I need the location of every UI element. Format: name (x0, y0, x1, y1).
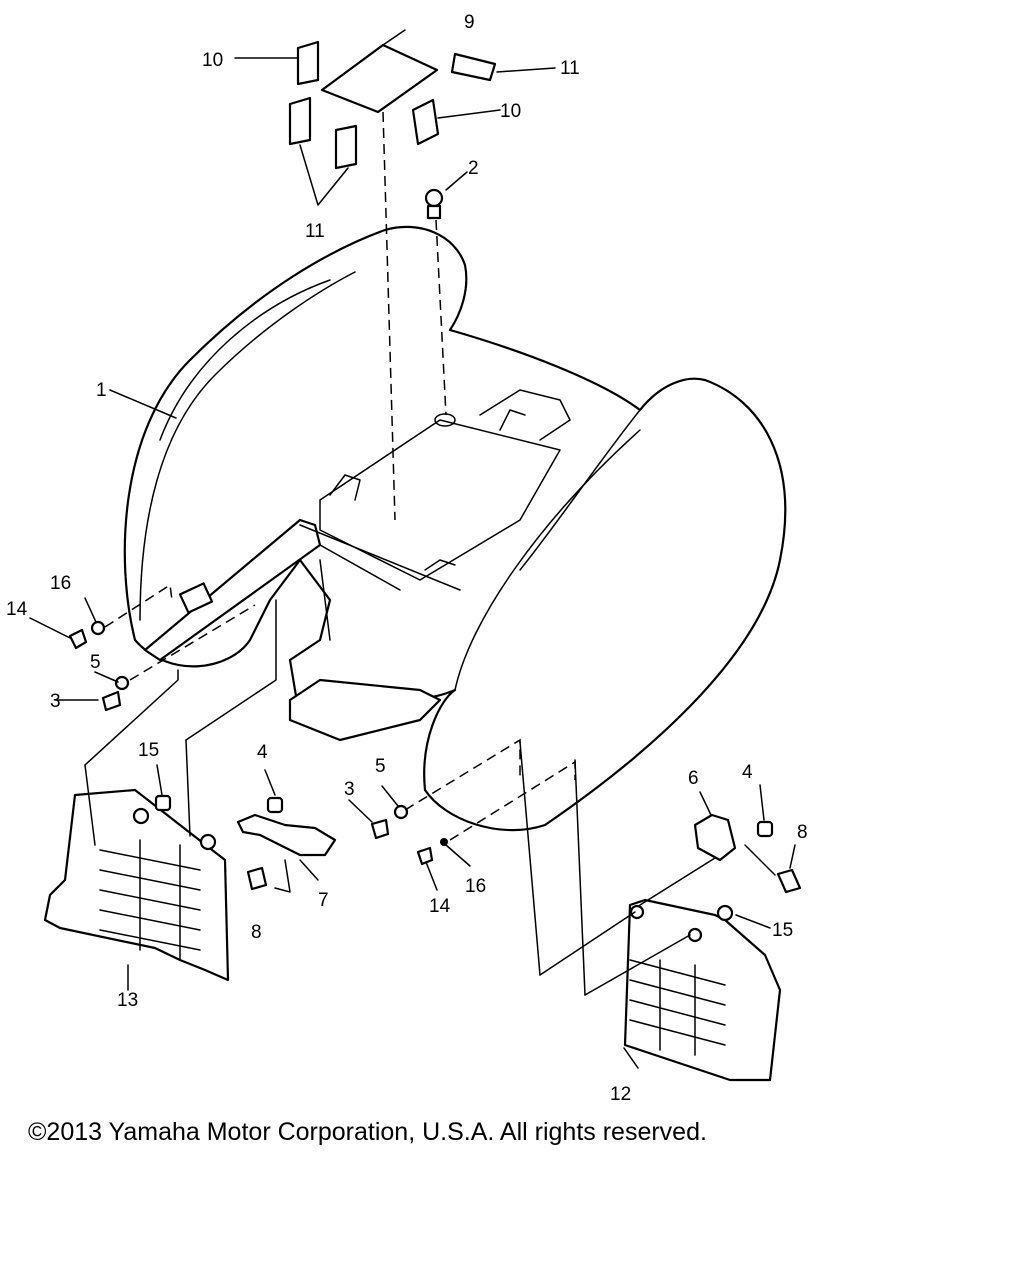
assembly-lines (84, 111, 776, 996)
callout-11-right: 11 (560, 58, 580, 79)
callout-11-left: 11 (305, 221, 325, 242)
parts-diagram: 1 2 3 3 4 4 5 5 6 7 8 8 9 10 10 11 11 12… (6, 12, 808, 1105)
callout-12: 12 (610, 1084, 631, 1105)
callout-8-right: 8 (797, 822, 808, 843)
callout-16-left: 16 (50, 573, 71, 594)
callout-7: 7 (318, 890, 329, 911)
callout-8-left: 8 (251, 922, 262, 943)
callout-4-right: 4 (742, 762, 753, 783)
callout-labels: 1 2 3 3 4 4 5 5 6 7 8 8 9 10 10 11 11 12… (6, 12, 808, 1105)
callout-15-right: 15 (772, 920, 793, 941)
callout-15-left: 15 (138, 740, 159, 761)
callout-13: 13 (117, 990, 138, 1011)
callout-3-middle: 3 (344, 779, 355, 800)
callout-5-middle: 5 (375, 756, 386, 777)
right-grill-guard (623, 898, 782, 1082)
left-grill-guard (43, 788, 230, 982)
callout-1: 1 (96, 380, 107, 401)
callout-2: 2 (468, 158, 479, 179)
callout-9: 9 (464, 12, 475, 33)
hardware (68, 620, 802, 894)
callout-5-left: 5 (90, 652, 101, 673)
callout-14-left: 14 (6, 599, 28, 620)
callout-10-right: 10 (500, 101, 521, 122)
callout-14-middle: 14 (429, 896, 451, 917)
plate-assembly (288, 40, 497, 170)
bracket-6 (693, 813, 737, 862)
callout-6: 6 (688, 768, 699, 789)
bracket-7 (236, 813, 337, 857)
callout-4-left: 4 (257, 742, 268, 763)
callout-10-top: 10 (202, 50, 223, 71)
callout-16-middle: 16 (465, 876, 486, 897)
leader-lines (29, 29, 796, 1069)
bolt-2 (424, 188, 444, 220)
callout-3-left: 3 (50, 691, 61, 712)
rear-fender (123, 225, 787, 832)
copyright-notice: ©2013 Yamaha Motor Corporation, U.S.A. A… (28, 1118, 707, 1146)
